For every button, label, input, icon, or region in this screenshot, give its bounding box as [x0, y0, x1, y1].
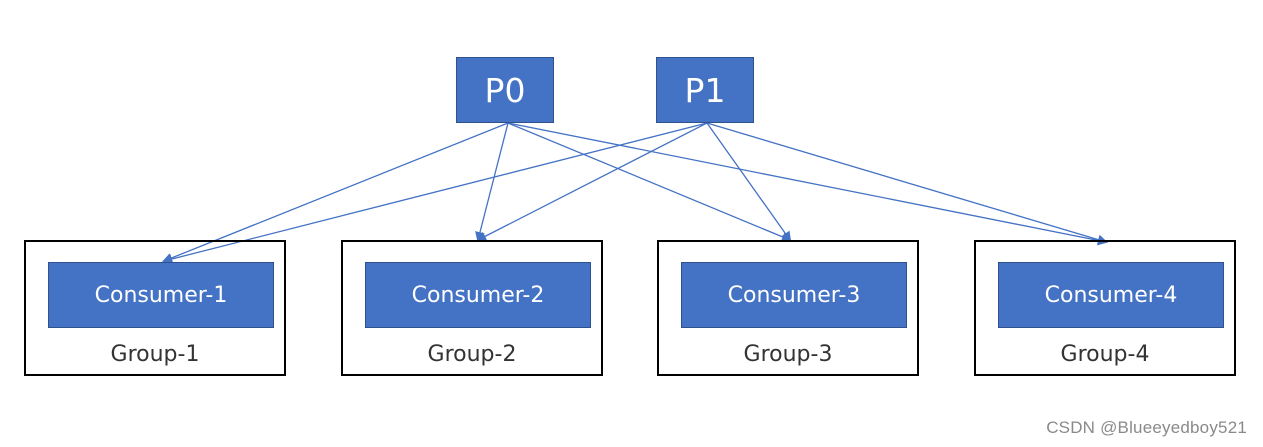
consumer-1-box: Consumer-1	[48, 262, 274, 328]
group-1-label: Group-1	[110, 342, 200, 367]
partition-p1: P1	[656, 57, 754, 123]
arrow-p1-to-g4	[706, 122, 1108, 245]
consumer-1-label: Consumer-1	[94, 282, 228, 308]
consumer-4-box: Consumer-4	[998, 262, 1224, 328]
group-2-label: Group-2	[427, 342, 517, 367]
group-3-box: Consumer-3 Group-3	[657, 240, 919, 376]
consumer-2-box: Consumer-2	[365, 262, 591, 328]
group-4-box: Consumer-4 Group-4	[974, 240, 1236, 376]
arrow-p0-to-g4	[507, 122, 1108, 246]
arrow-p1-to-g3	[706, 122, 792, 242]
consumer-2-label: Consumer-2	[411, 282, 545, 308]
arrow-p0-to-g2	[475, 122, 509, 242]
arrow-p1-to-g2	[476, 122, 708, 241]
watermark: CSDN @Blueeyedboy521	[1046, 418, 1247, 437]
group-4-label: Group-4	[1060, 342, 1150, 367]
partition-p0: P0	[456, 57, 554, 123]
consumer-3-label: Consumer-3	[727, 282, 861, 308]
group-1-box: Consumer-1 Group-1	[24, 240, 286, 376]
consumer-4-label: Consumer-4	[1044, 282, 1178, 308]
partition-p1-label: P1	[684, 70, 726, 110]
arrow-p0-to-g3	[507, 122, 792, 242]
group-2-box: Consumer-2 Group-2	[341, 240, 603, 376]
arrow-p0-to-g1	[162, 122, 509, 263]
arrow-p1-to-g1	[162, 122, 708, 264]
group-3-label: Group-3	[743, 342, 833, 367]
partition-p0-label: P0	[484, 70, 526, 110]
consumer-3-box: Consumer-3	[681, 262, 907, 328]
